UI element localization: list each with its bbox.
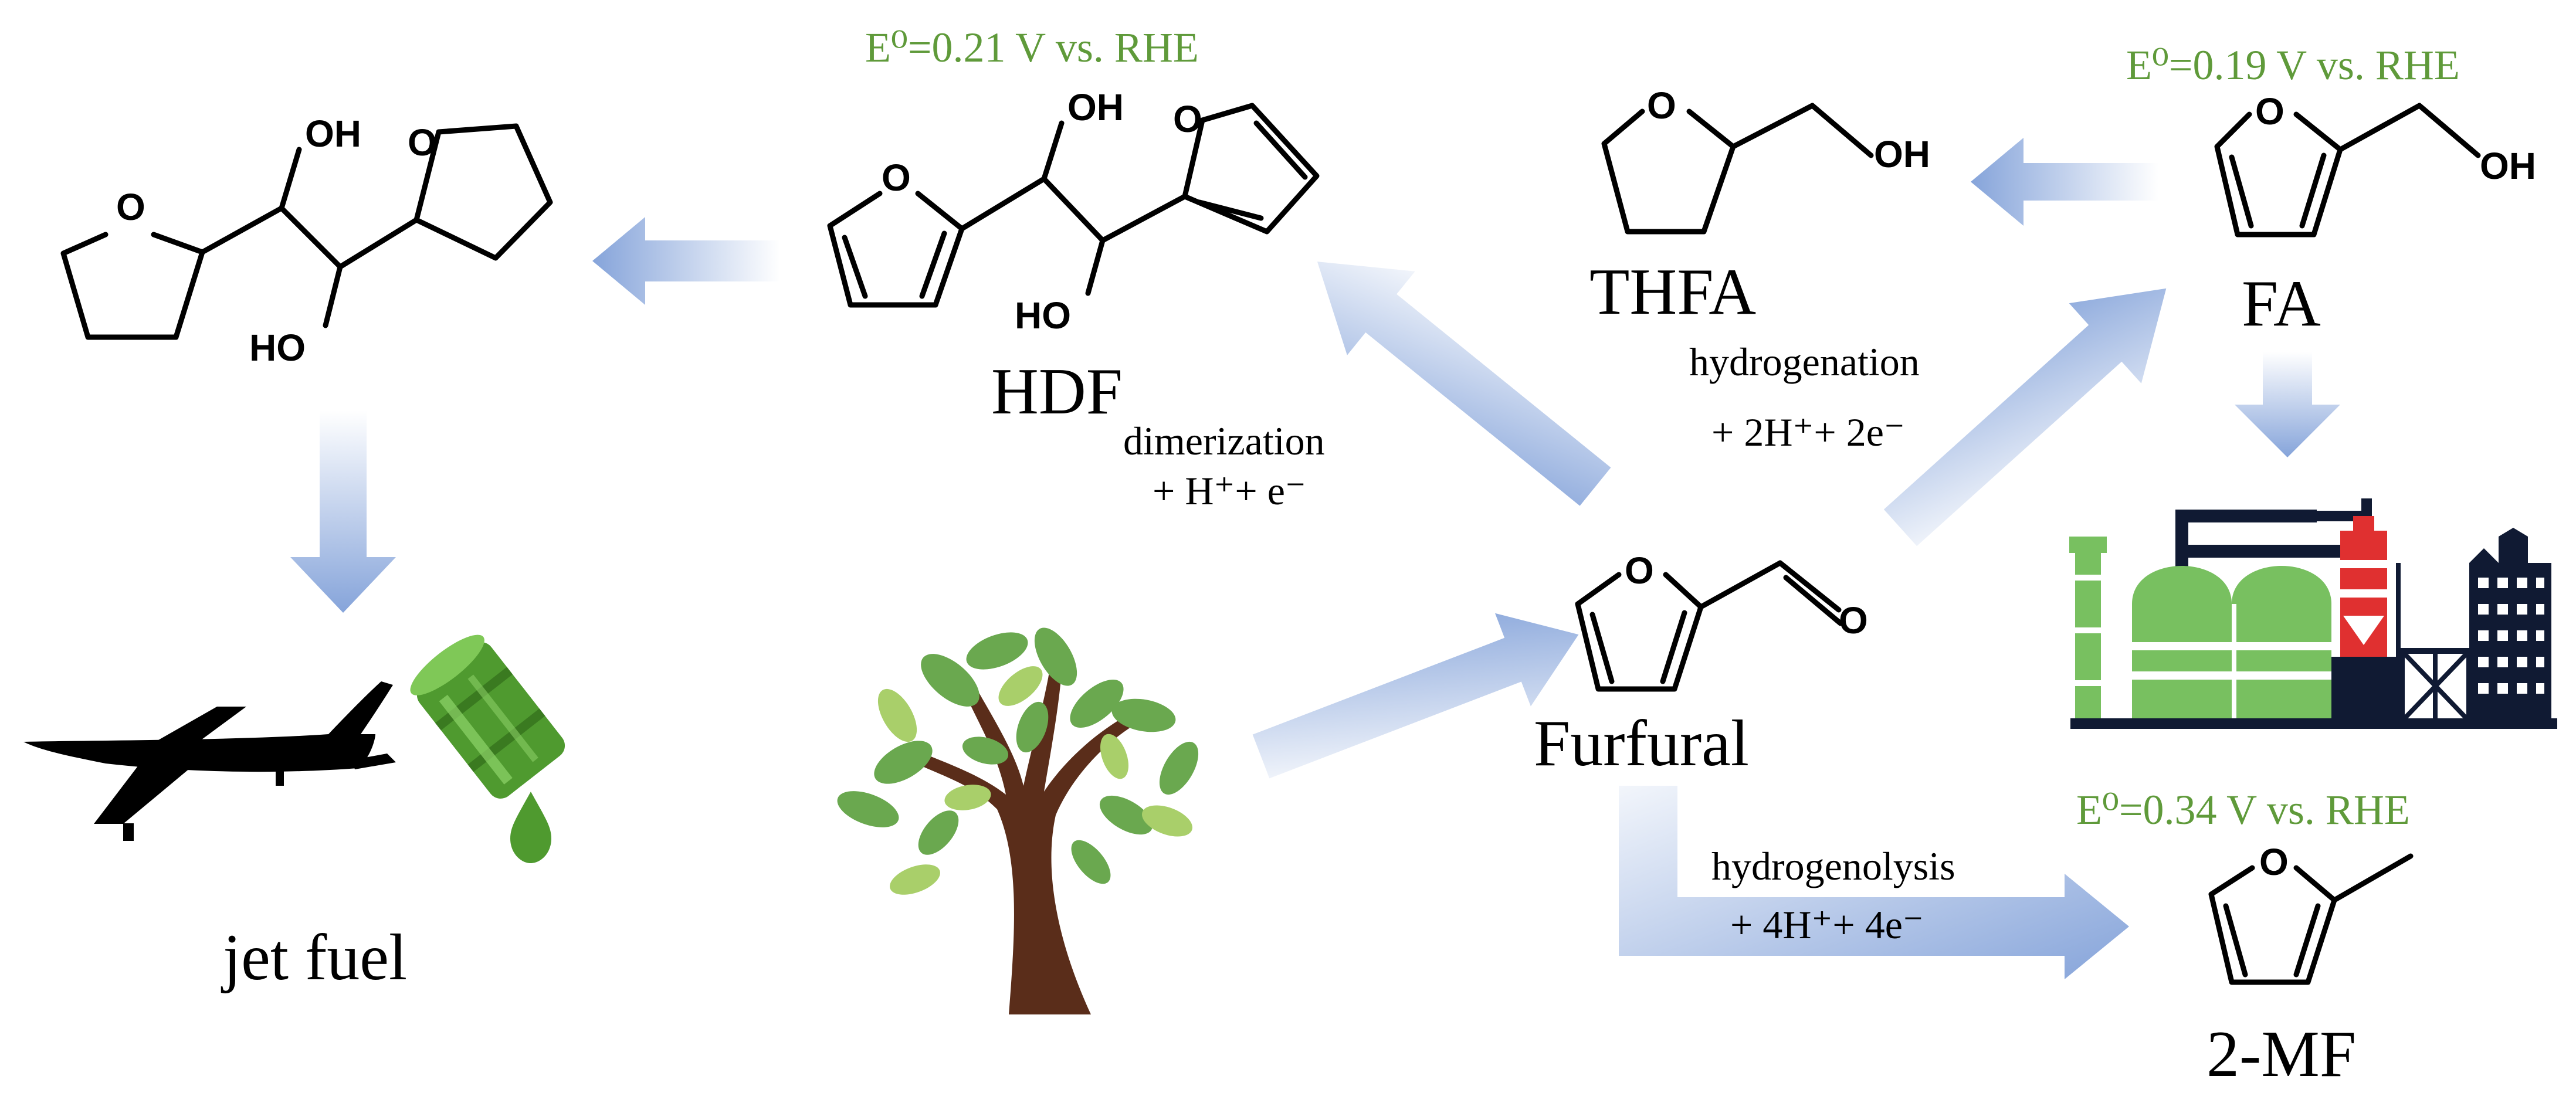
atom-o-2: O	[408, 121, 437, 164]
arrow-furfural-to-hdf	[1317, 262, 1611, 506]
thfa-label: THFA	[1589, 256, 1756, 328]
atom-o-1: O	[116, 186, 145, 228]
arrow-furfural-to-mf	[1619, 786, 2129, 979]
arrow-hdf-to-dimer	[592, 217, 780, 305]
atom-oh-2: OH	[1067, 86, 1124, 128]
atom-oh-4: OH	[2480, 145, 2536, 187]
hydrogenation-label: hydrogenation	[1689, 340, 1920, 384]
furfural-label: Furfural	[1534, 707, 1749, 780]
tree-icon	[837, 627, 1199, 1014]
arrow-dimer-to-jetfuel	[290, 410, 396, 613]
fa-molecule: O OH	[2214, 90, 2536, 237]
arrow-tree-to-furfural	[1252, 613, 1579, 779]
oil-barrel-icon	[410, 634, 565, 799]
mf-molecule: O	[2208, 841, 2414, 985]
dimerization-equation: + H⁺+ e⁻	[1153, 469, 1306, 513]
mf-label: 2-MF	[2206, 1018, 2356, 1091]
arrow-fa-to-thfa	[1971, 138, 2158, 226]
atom-oh-1: OH	[305, 113, 361, 155]
chemical-plant-icon	[2069, 498, 2557, 729]
atom-o-9: O	[2259, 841, 2289, 883]
dimer-molecule: O O OH HO	[60, 113, 553, 369]
atom-o-3: O	[882, 157, 911, 199]
mf-potential: E⁰=0.34 V vs. RHE	[2076, 786, 2410, 833]
atom-o-8: O	[1839, 599, 1868, 642]
fa-potential: E⁰=0.19 V vs. RHE	[2126, 42, 2460, 89]
atom-ho-1: HO	[249, 327, 306, 369]
hdf-label: HDF	[991, 355, 1123, 428]
arrow-fa-to-plant	[2235, 352, 2340, 457]
hydrogenolysis-label: hydrogenolysis	[1711, 844, 1955, 888]
dimerization-label: dimerization	[1123, 419, 1325, 463]
atom-oh-3: OH	[1874, 133, 1930, 175]
thfa-molecule: O OH	[1601, 84, 1930, 235]
fuel-drop-icon	[510, 792, 551, 863]
atom-o-4: O	[1173, 98, 1202, 140]
hydrogenation-equation: + 2H⁺+ 2e⁻	[1711, 410, 1905, 454]
atom-ho-2: HO	[1015, 294, 1071, 337]
arrow-furfural-to-fa	[1883, 288, 2167, 547]
atom-o-5: O	[1647, 84, 1676, 127]
hdf-molecule: O O OH HO	[827, 86, 1320, 337]
atom-o-6: O	[2255, 90, 2284, 133]
atom-o-7: O	[1625, 549, 1654, 592]
furfural-molecule: O O	[1575, 549, 1868, 692]
fa-label: FA	[2242, 267, 2321, 340]
hdf-potential: E⁰=0.21 V vs. RHE	[865, 24, 1199, 71]
airplane-icon	[23, 681, 396, 841]
hydrogenolysis-equation: + 4H⁺+ 4e⁻	[1730, 902, 1924, 947]
jet-fuel-label: jet fuel	[221, 921, 407, 994]
